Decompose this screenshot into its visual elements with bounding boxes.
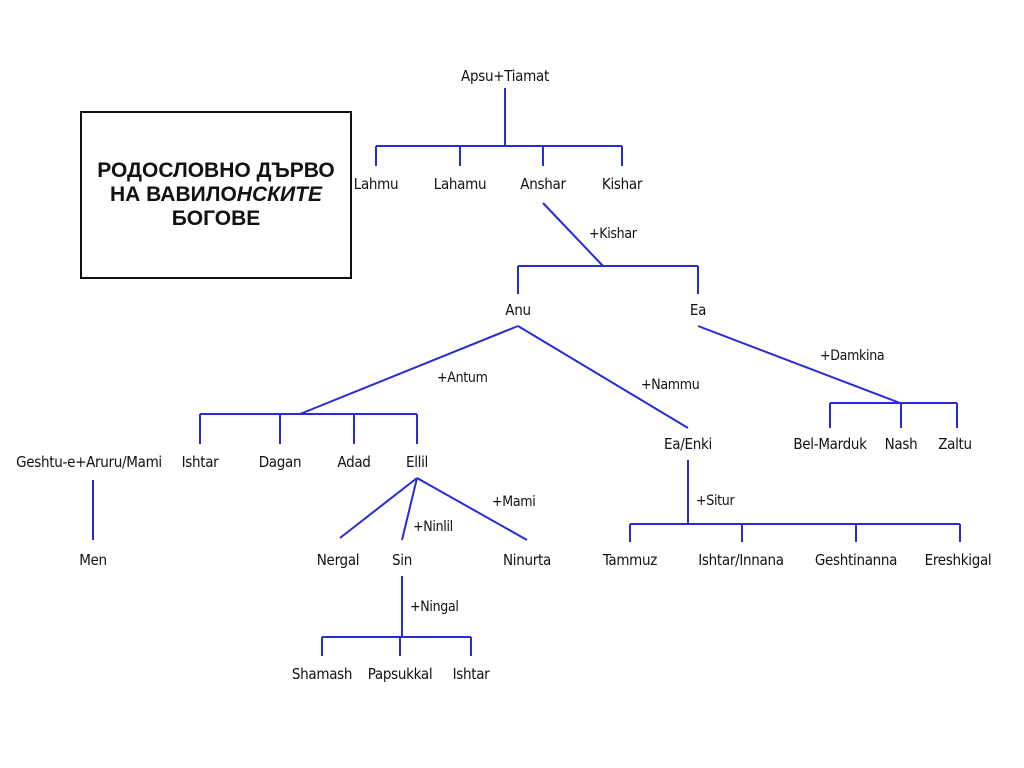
connector-lines bbox=[92, 88, 961, 656]
node-men: Men bbox=[79, 551, 107, 569]
node-nash: Nash bbox=[884, 435, 918, 453]
node-apsu-tiamat: Apsu+Tiamat bbox=[461, 67, 549, 85]
node-papsukkal: Papsukkal bbox=[367, 665, 433, 683]
spouse-label-kishar: +Kishar bbox=[589, 226, 637, 242]
title-line-2-italic: НСКИТЕ bbox=[236, 183, 322, 206]
node-dagan: Dagan bbox=[258, 453, 302, 471]
node-ellil: Ellil bbox=[405, 453, 429, 471]
node-ea: Ea bbox=[689, 301, 707, 319]
node-geshtinanna: Geshtinanna bbox=[814, 551, 898, 569]
connector-line bbox=[416, 477, 528, 541]
node-ishtar-innana: Ishtar/Innana bbox=[698, 551, 784, 569]
title-box: РОДОСЛОВНО ДЪРВО НА ВАВИЛОНСКИТЕ БОГОВЕ bbox=[80, 111, 352, 279]
spouse-label-damkina: +Damkina bbox=[820, 348, 885, 364]
title-line-2: НА ВАВИЛОНСКИТЕ bbox=[110, 183, 322, 207]
node-zaltu: Zaltu bbox=[938, 435, 972, 453]
connector-line bbox=[517, 325, 689, 429]
node-anu: Anu bbox=[505, 301, 531, 319]
title-line-1: РОДОСЛОВНО ДЪРВО bbox=[97, 159, 335, 182]
connector-line bbox=[339, 477, 418, 539]
node-ereshkigal: Ereshkigal bbox=[924, 551, 992, 569]
node-bel-marduk: Bel-Marduk bbox=[793, 435, 867, 453]
spouse-label-situr: +Situr bbox=[696, 493, 735, 509]
node-anshar: Anshar bbox=[520, 175, 566, 193]
node-ea-enki: Ea/Enki bbox=[664, 435, 712, 453]
spouse-label-ningal: +Ningal bbox=[410, 599, 459, 615]
node-ishtar-sin: Ishtar bbox=[452, 665, 490, 683]
connector-line bbox=[401, 477, 418, 541]
node-ishtar-anu: Ishtar bbox=[181, 453, 219, 471]
node-kishar: Kishar bbox=[601, 175, 643, 193]
node-lahamu: Lahamu bbox=[433, 175, 487, 193]
node-tammuz: Tammuz bbox=[602, 551, 658, 569]
node-nergal: Nergal bbox=[316, 551, 360, 569]
node-adad: Adad bbox=[337, 453, 371, 471]
spouse-label-ninlil: +Ninlil bbox=[413, 519, 453, 535]
connector-line bbox=[697, 325, 901, 404]
node-ninurta: Ninurta bbox=[503, 551, 551, 569]
connector-line bbox=[299, 325, 519, 415]
title-line-3: БОГОВЕ bbox=[171, 207, 261, 230]
spouse-label-mami: +Mami bbox=[492, 494, 536, 510]
node-sin: Sin bbox=[392, 551, 412, 569]
node-shamash: Shamash bbox=[291, 665, 353, 683]
title-line-2-upright: НА ВАВИЛО bbox=[110, 183, 237, 206]
spouse-label-nammu: +Nammu bbox=[641, 377, 700, 393]
node-lahmu: Lahmu bbox=[353, 175, 399, 193]
connector-line bbox=[542, 202, 604, 267]
spouse-label-antum: +Antum bbox=[437, 370, 488, 386]
node-geshtu: Geshtu-e+Aruru/Mami bbox=[16, 453, 162, 471]
